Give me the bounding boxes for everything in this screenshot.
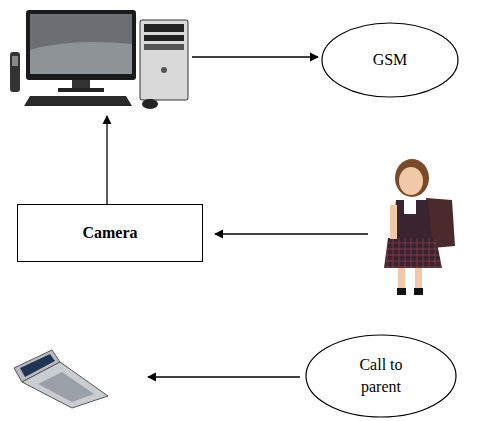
- node-label: Camera: [82, 222, 137, 244]
- camera-box: Camera: [17, 204, 203, 262]
- gsm-ellipse: GSM: [321, 22, 459, 98]
- computer-illustration: [10, 10, 188, 109]
- schoolgirl-illustration: [384, 159, 455, 295]
- arrow: [106, 116, 107, 204]
- node-label: GSM: [373, 49, 408, 71]
- node-label: Call to parent: [345, 354, 417, 397]
- arrow: [215, 233, 368, 234]
- flip-phone-illustration: [14, 350, 108, 408]
- arrow: [192, 56, 318, 57]
- ellipse-outline: [305, 334, 457, 418]
- arrow: [148, 376, 300, 377]
- call-ellipse: Call to parent: [305, 334, 457, 418]
